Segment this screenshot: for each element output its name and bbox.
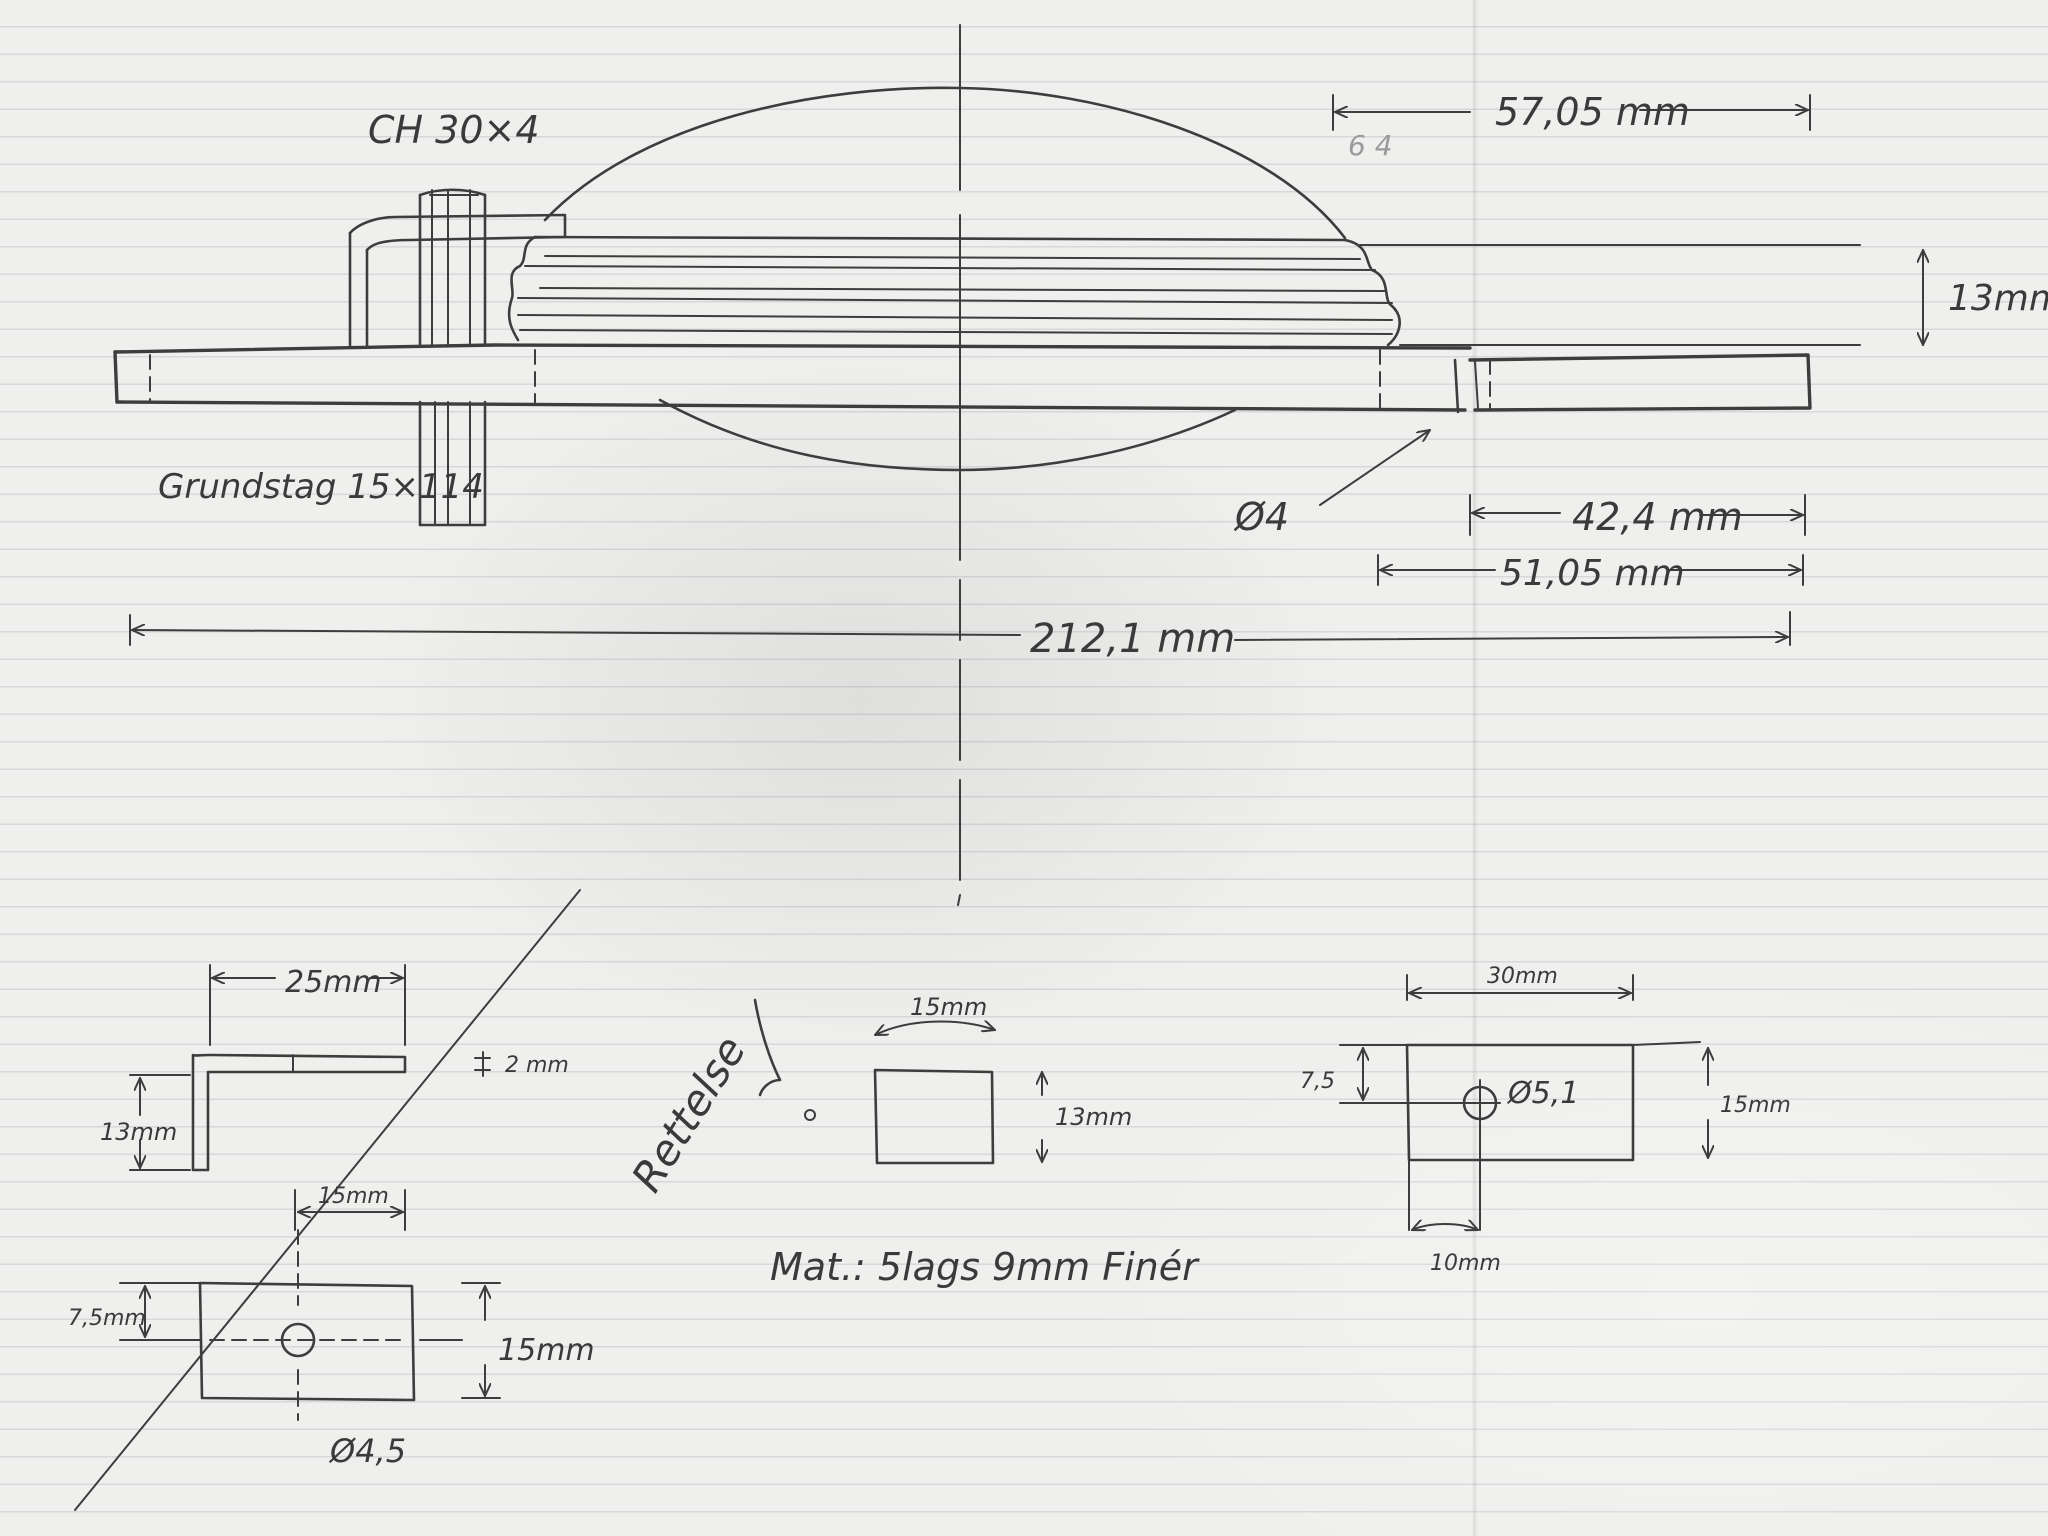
bracket-dim-plate-height: 15mm [498, 1333, 595, 1368]
dim-right-b: 42,4 mm [1572, 495, 1743, 539]
material-note: Mat.: 5lags 9mm Finér [770, 1245, 1200, 1289]
bracket-dim-thickness: 2 mm [505, 1053, 569, 1078]
correction-dim-width: 15mm [910, 993, 987, 1021]
plate-dim-width: 30mm [1487, 964, 1558, 989]
hole-leader [1319, 430, 1430, 506]
bracket-dim-hole-dia: Ø4,5 [328, 1432, 406, 1470]
dome-bottom [658, 398, 1237, 472]
plate-detail [1339, 974, 1708, 1230]
plate-dim-height: 15mm [1720, 1093, 1791, 1118]
bracket-dim-left: 7,5mm [68, 1306, 146, 1331]
dim-hole: Ø4 [1233, 495, 1289, 539]
correction-dim-height: 13mm [1055, 1103, 1132, 1131]
plate-dim-left: 7,5 [1300, 1069, 1335, 1094]
base-label: Grundstag 15×114 [158, 467, 484, 507]
correction-detail [753, 998, 1042, 1165]
dim-right-c: 51,05 mm [1500, 553, 1685, 594]
dim-right-a: 57,05 mm [1495, 90, 1690, 134]
plate-dim-hole: Ø5,1 [1506, 1076, 1579, 1111]
top-view [113, 24, 1923, 906]
rings [507, 235, 1401, 347]
plate-dim-bottom: 10mm [1430, 1251, 1501, 1276]
bracket-detail [74, 889, 581, 1511]
bracket-dim-width: 25mm [285, 965, 382, 1000]
bracket-label: CH 30×4 [368, 108, 540, 152]
dome-top [543, 86, 1347, 240]
dim-right-faint: 6 4 [1348, 129, 1393, 162]
base-board [113, 343, 1812, 414]
bracket-dim-hole-offset: 15mm [318, 1184, 389, 1209]
bracket-dim-height: 13mm [100, 1118, 177, 1146]
centerline [957, 24, 961, 906]
correction-label: Rettelse [622, 1027, 755, 1200]
dim-height: 13mm [1948, 278, 2048, 319]
bracket [348, 188, 567, 527]
dim-total: 212,1 mm [1030, 616, 1235, 662]
